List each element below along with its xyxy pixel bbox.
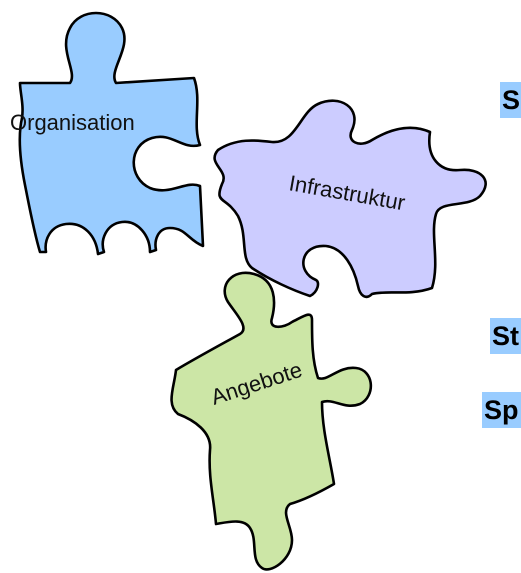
puzzle-piece-organisation: Organisation [10,11,205,256]
puzzle-piece-infrastruktur: Infrastruktur [213,99,487,299]
puzzle-piece-organisation-shape [18,11,205,256]
side-label-top: S [500,82,521,118]
side-label-middle: St [490,318,521,354]
puzzle-piece-angebote-shape [170,271,373,571]
side-label-bottom: Sp [482,392,521,428]
puzzle-piece-angebote: Angebote [170,271,373,571]
puzzle-piece-infrastruktur-shape [213,99,487,299]
puzzle-label-organisation: Organisation [10,110,135,135]
